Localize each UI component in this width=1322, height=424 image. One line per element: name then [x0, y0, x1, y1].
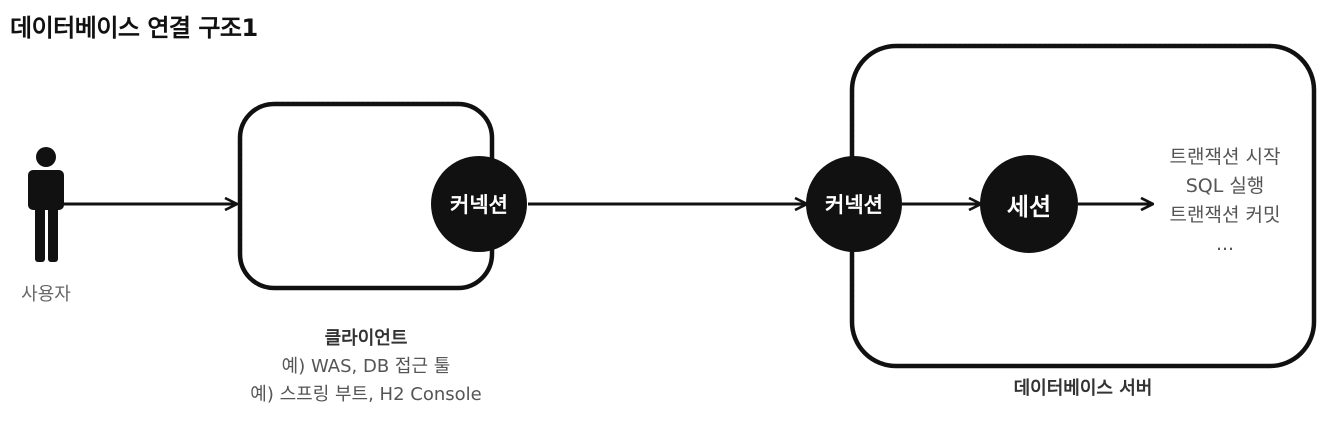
- client-connection-label: 커넥션: [450, 193, 508, 217]
- client-example-2: 예) 스프링 부트, H2 Console: [250, 384, 482, 405]
- server-task-list: 트랜잭션 시작 SQL 실행 트랜잭션 커밋 ...: [1145, 143, 1305, 259]
- client-name: 클라이언트: [324, 328, 408, 349]
- page-title: 데이터베이스 연결 구조1: [10, 14, 258, 42]
- client-connection-node: [431, 156, 527, 252]
- session-node: [980, 155, 1078, 253]
- task-item: 트랜잭션 커밋: [1169, 204, 1281, 226]
- server-connection-node: [806, 156, 902, 252]
- task-item: SQL 실행: [1185, 175, 1265, 197]
- user-icon: [28, 147, 64, 262]
- server-connection-label: 커넥션: [825, 193, 883, 217]
- task-item: 트랜잭션 시작: [1169, 146, 1281, 168]
- user-label: 사용자: [21, 284, 71, 305]
- task-item: ...: [1215, 233, 1235, 255]
- server-name: 데이터베이스 서버: [1013, 378, 1153, 399]
- client-example-1: 예) WAS, DB 접근 툴: [281, 356, 451, 377]
- session-label: 세션: [1006, 192, 1052, 221]
